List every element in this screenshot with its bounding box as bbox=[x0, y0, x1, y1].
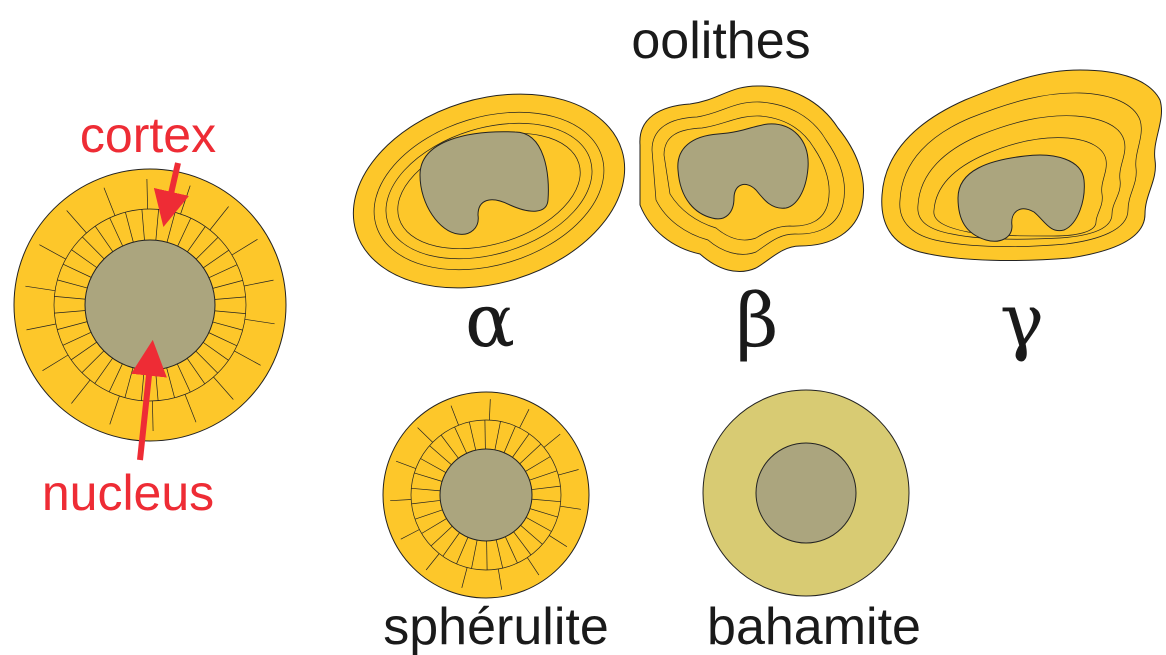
alpha-label: α bbox=[465, 278, 515, 364]
spherulite-grain bbox=[383, 392, 589, 598]
spherulite-fiber bbox=[487, 539, 488, 570]
bahamite-label: bahamite bbox=[707, 598, 921, 655]
spherulite-fiber bbox=[485, 420, 486, 451]
cortex-label: cortex bbox=[80, 107, 216, 163]
anatomy-grain bbox=[14, 169, 286, 441]
nucleus-label: nucleus bbox=[42, 465, 214, 521]
beta-label: β bbox=[736, 278, 779, 364]
spherulite-nucleus bbox=[440, 449, 532, 541]
bahamite-nucleus bbox=[756, 443, 856, 543]
diagram-title: oolithes bbox=[631, 12, 810, 70]
oolith-beta bbox=[640, 86, 864, 272]
oolith-gamma bbox=[882, 70, 1162, 260]
spherulite-label: sphérulite bbox=[383, 598, 608, 655]
gamma-label: γ bbox=[1000, 278, 1044, 364]
bahamite-grain bbox=[703, 390, 909, 596]
